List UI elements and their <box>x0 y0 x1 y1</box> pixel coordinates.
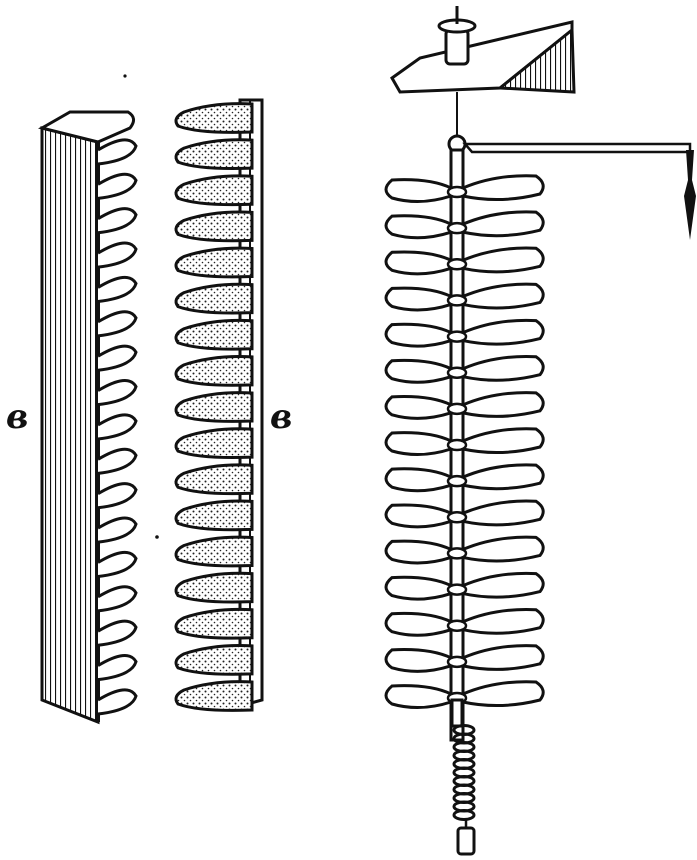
rod-fin-right <box>461 174 545 202</box>
left-stack-fin <box>97 447 138 475</box>
rod-fin-hub <box>446 258 468 271</box>
middle-stack-fin <box>174 535 254 568</box>
middle-stack-fin <box>174 355 254 387</box>
left-stack-fin <box>97 138 138 166</box>
left-stack-fin <box>97 241 138 269</box>
middle-stack-fin <box>174 102 254 134</box>
top-knob <box>444 28 470 66</box>
middle-stack-fin <box>174 210 254 243</box>
middle-stack-fin <box>174 607 254 640</box>
label-middle-stack: в <box>270 397 292 437</box>
left-stack-fin <box>97 551 138 578</box>
rod-fin-left <box>384 358 453 384</box>
rod-fin-right <box>461 427 545 455</box>
left-stack-fin <box>97 172 138 200</box>
rod-fin-hub <box>446 294 468 307</box>
rod-fin-right <box>461 680 545 708</box>
rod-fin-hub <box>446 619 468 632</box>
end-weight <box>456 826 476 856</box>
left-vane-stack <box>38 110 138 725</box>
rod-fin-left <box>384 431 453 456</box>
middle-stack-fin <box>174 644 254 676</box>
middle-stack-fin <box>174 174 254 207</box>
rod-fin-hub <box>446 330 468 343</box>
rod-fin-right <box>461 391 545 418</box>
left-stack-fin <box>97 276 138 303</box>
rod-fin-left <box>384 575 453 601</box>
rod-assembly <box>384 6 696 856</box>
middle-stack-fin <box>174 138 254 171</box>
left-stack-fin <box>97 516 138 544</box>
left-stack-fin <box>97 207 138 235</box>
rod-fin-left <box>384 178 453 203</box>
rod-fin-right <box>461 644 545 671</box>
rod-fin-hub <box>446 583 468 596</box>
rod-fin-hub <box>446 438 468 452</box>
rod-fin-hub <box>446 402 468 416</box>
print-speck <box>155 535 159 539</box>
rod-fin-left <box>384 286 453 312</box>
rod-fin-right <box>461 607 545 635</box>
rod-fin-right <box>461 571 545 599</box>
rod-fin-left <box>384 648 453 673</box>
rod-fin-left <box>384 539 453 565</box>
left-stack-fin <box>97 585 138 613</box>
middle-stack-fin <box>174 463 254 496</box>
left-stack-fin <box>97 413 138 441</box>
rod-fin-left <box>384 214 453 240</box>
middle-vane-stack <box>174 98 264 712</box>
middle-stack-fin <box>174 499 254 532</box>
rod-fin-hub <box>446 547 468 560</box>
spring-coil <box>452 809 476 821</box>
pointer-arm <box>462 142 692 154</box>
bracket-wedge <box>496 26 576 94</box>
rod-fin-left <box>384 395 453 420</box>
label-left-stack: в <box>6 397 28 437</box>
rod-fin-hub <box>446 511 468 524</box>
left-stack-fin <box>97 482 138 510</box>
rod-fin-right <box>461 282 545 310</box>
left-stack-fin <box>97 379 138 407</box>
rod-fin-right <box>461 535 545 563</box>
rod-fin-right <box>461 318 545 346</box>
rod-fin-right <box>461 246 545 274</box>
middle-stack-fin <box>174 246 254 279</box>
middle-stack-fin <box>174 391 254 423</box>
rod-fin-hub <box>446 655 468 669</box>
left-stack-top-cap <box>38 110 135 144</box>
rod-fin-left <box>384 467 453 493</box>
rod-fin-left <box>384 684 453 709</box>
middle-stack-fin <box>174 427 254 460</box>
rod-fin-left <box>384 611 453 637</box>
middle-stack-fin <box>174 282 254 315</box>
rod-fin-hub <box>446 185 468 199</box>
rod-fin-left <box>384 250 453 276</box>
rod-fin-right <box>461 499 545 527</box>
left-stack-fin <box>97 310 138 338</box>
pointer-needle <box>684 150 696 240</box>
middle-stack-fin <box>174 318 254 351</box>
rod-fin-left <box>384 503 453 529</box>
left-stack-housing <box>40 126 100 725</box>
middle-stack-fin <box>174 571 254 604</box>
rod-fin-hub <box>446 366 468 379</box>
print-speck <box>123 74 127 78</box>
rod-fin-right <box>461 463 545 491</box>
left-stack-fin <box>97 619 138 647</box>
left-stack-fin <box>97 654 138 682</box>
rod-fin-hub <box>446 221 468 235</box>
middle-stack-fin <box>174 680 254 712</box>
left-stack-fin <box>97 344 138 372</box>
rod-fin-left <box>384 322 453 348</box>
rod-fin-right <box>461 210 545 238</box>
left-stack-fin <box>97 688 138 716</box>
rod-fin-hub <box>446 474 468 488</box>
rod-fin-right <box>461 354 545 382</box>
rod-end-collar <box>450 698 464 728</box>
